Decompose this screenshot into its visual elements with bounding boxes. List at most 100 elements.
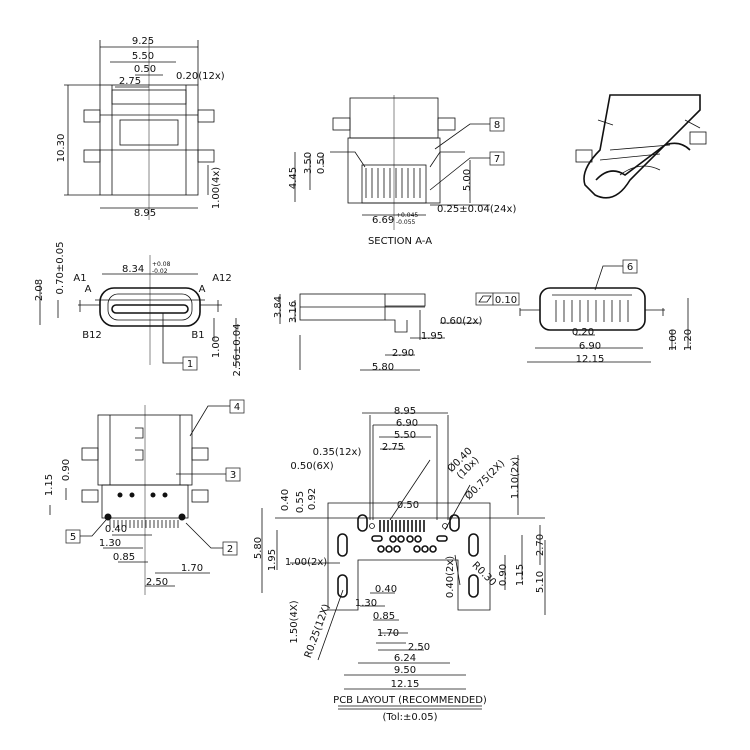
dim-1.95: 1.95 xyxy=(267,549,278,571)
dim-pin-width: 0.25±0.04(24x) xyxy=(437,204,516,215)
svg-text:+0.045: +0.045 xyxy=(396,212,418,219)
dim-4.45: 4.45 xyxy=(288,167,299,189)
label-b12: B12 xyxy=(82,330,102,341)
dim-pad-width-6x: 0.50(6X) xyxy=(290,461,333,472)
svg-text:4: 4 xyxy=(234,402,240,413)
dim-pad-width: 0.35(12x) xyxy=(313,447,362,458)
callout-3 xyxy=(225,467,241,482)
svg-text:8: 8 xyxy=(494,120,500,131)
dim-5.10: 5.10 xyxy=(535,571,546,593)
pcb-layout-title: PCB LAYOUT (RECOMMENDED) xyxy=(333,695,487,706)
dim-1.70: 1.70 xyxy=(181,563,203,574)
dim-5.80: 5.80 xyxy=(372,362,394,373)
dim-5.80: 5.80 xyxy=(253,537,264,559)
dim-12.15: 12.15 xyxy=(391,679,420,690)
dim-3.16: 3.16 xyxy=(288,301,299,323)
callout-8 xyxy=(489,117,505,132)
dim-1.00: 1.00 xyxy=(668,329,679,351)
dim-1.15: 1.15 xyxy=(515,564,526,586)
callout-7 xyxy=(489,151,505,166)
dim-8.95: 8.95 xyxy=(394,406,416,417)
dim-2.90: 2.90 xyxy=(392,348,414,359)
callout-6 xyxy=(622,259,638,274)
rear-view: 0.10 6 0.20 6.90 12.15 1.00 1.20 xyxy=(475,259,694,365)
dim-1.15: 1.15 xyxy=(44,474,55,496)
dim-slot-width: 1.00(2x) xyxy=(285,557,327,568)
dim-6.24: 6.24 xyxy=(394,653,416,664)
dim-10.30: 10.30 xyxy=(56,134,67,163)
dim-pitch-0.50: 0.50 xyxy=(397,500,419,511)
callout-2 xyxy=(222,541,238,556)
dim-6.69: 6.69 xyxy=(372,215,394,226)
dim-1.20: 1.20 xyxy=(683,329,694,351)
callout-1 xyxy=(182,356,198,371)
dim-0.90: 0.90 xyxy=(498,564,509,586)
label-b1: B1 xyxy=(191,330,204,341)
top-view: 9.25 5.50 0.50 2.75 0.20(12x) 10.30 1.00… xyxy=(56,36,225,220)
side-view: 3.84 3.16 0.60(2x) 1.95 2.90 5.80 xyxy=(273,293,482,373)
dim-9.50: 9.50 xyxy=(394,665,416,676)
dim-0.40-h: 0.40 xyxy=(375,584,397,595)
section-title: SECTION A-A xyxy=(368,236,432,247)
dim-1.30: 1.30 xyxy=(355,598,377,609)
svg-text:3: 3 xyxy=(230,470,236,481)
label-a12: A12 xyxy=(212,273,232,284)
flatness-symbol xyxy=(475,292,494,306)
svg-text:0.10: 0.10 xyxy=(495,295,517,306)
dim-0.40-2x: 0.40(2x) xyxy=(445,556,456,598)
label-a1: A1 xyxy=(73,273,86,284)
svg-text:-0.055: -0.055 xyxy=(396,219,416,226)
dim-6.90: 6.90 xyxy=(579,341,601,352)
pcb-tolerance: (Tol:±0.05) xyxy=(382,712,437,723)
dim-5.50: 5.50 xyxy=(394,430,416,441)
flatness-tolerance xyxy=(492,292,520,306)
dim-1.30: 1.30 xyxy=(99,538,121,549)
dim-0.60: 0.60(2x) xyxy=(440,316,482,327)
svg-text:6: 6 xyxy=(627,262,633,273)
dim-2.50: 2.50 xyxy=(146,577,168,588)
svg-text:5: 5 xyxy=(70,532,76,543)
dim-2.70: 2.70 xyxy=(535,534,546,556)
dim-2.75: 2.75 xyxy=(382,442,404,453)
section-a-a: 8 7 4.45 3.50 0.50 5.00 0.25±0.04(24x) 6… xyxy=(288,95,516,247)
dim-8.34: 8.34 xyxy=(122,264,144,275)
dim-8.95: 8.95 xyxy=(134,208,156,219)
callout-5 xyxy=(65,529,81,544)
dim-0.20: 0.20 xyxy=(572,327,594,338)
pcb-layout: 8.95 6.90 5.50 2.75 0.35(12x) 0.50(6X) Ø… xyxy=(253,406,546,723)
dim-pitch: 0.20(12x) xyxy=(176,71,225,82)
dim-5.50: 5.50 xyxy=(132,51,154,62)
svg-text:1: 1 xyxy=(187,359,193,370)
dim-0.92: 0.92 xyxy=(307,488,318,510)
isometric-view xyxy=(575,94,707,199)
dim-2.56: 2.56±0.04 xyxy=(232,324,243,377)
svg-text:+0.08: +0.08 xyxy=(152,261,171,268)
label-a-right: A xyxy=(199,284,206,295)
dim-1.70: 1.70 xyxy=(377,628,399,639)
dim-slot-height: 1.50(4X) xyxy=(289,600,300,643)
label-a-left: A xyxy=(85,284,92,295)
dim-0.85: 0.85 xyxy=(373,611,395,622)
dim-12.15: 12.15 xyxy=(576,354,605,365)
callout-4 xyxy=(229,399,245,414)
front-view: 8.34 +0.08 -0.02 0.70±0.05 2.08 A1 A12 A… xyxy=(34,242,243,377)
dim-3.84: 3.84 xyxy=(273,296,284,318)
dim-0.50: 0.50 xyxy=(316,152,327,174)
dim-1.95: 1.95 xyxy=(421,331,443,342)
bottom-view: 4 3 2 5 1.15 0.90 0.40 1.30 0.85 1.70 2.… xyxy=(44,399,245,595)
dim-6.90: 6.90 xyxy=(396,418,418,429)
dim-3.50: 3.50 xyxy=(303,152,314,174)
dim-1.00: 1.00 xyxy=(211,336,222,358)
dim-2.50: 2.50 xyxy=(408,642,430,653)
dim-2.08: 2.08 xyxy=(34,279,45,301)
dim-9.25: 9.25 xyxy=(132,36,154,47)
dim-leg: 1.00(4x) xyxy=(211,167,222,209)
dim-0.55: 0.55 xyxy=(295,491,306,513)
svg-text:7: 7 xyxy=(494,154,500,165)
dim-0.85: 0.85 xyxy=(113,552,135,563)
svg-text:2: 2 xyxy=(227,544,233,555)
dim-0.70: 0.70±0.05 xyxy=(55,242,66,295)
dim-1.10: 1.10(2x) xyxy=(510,457,521,499)
